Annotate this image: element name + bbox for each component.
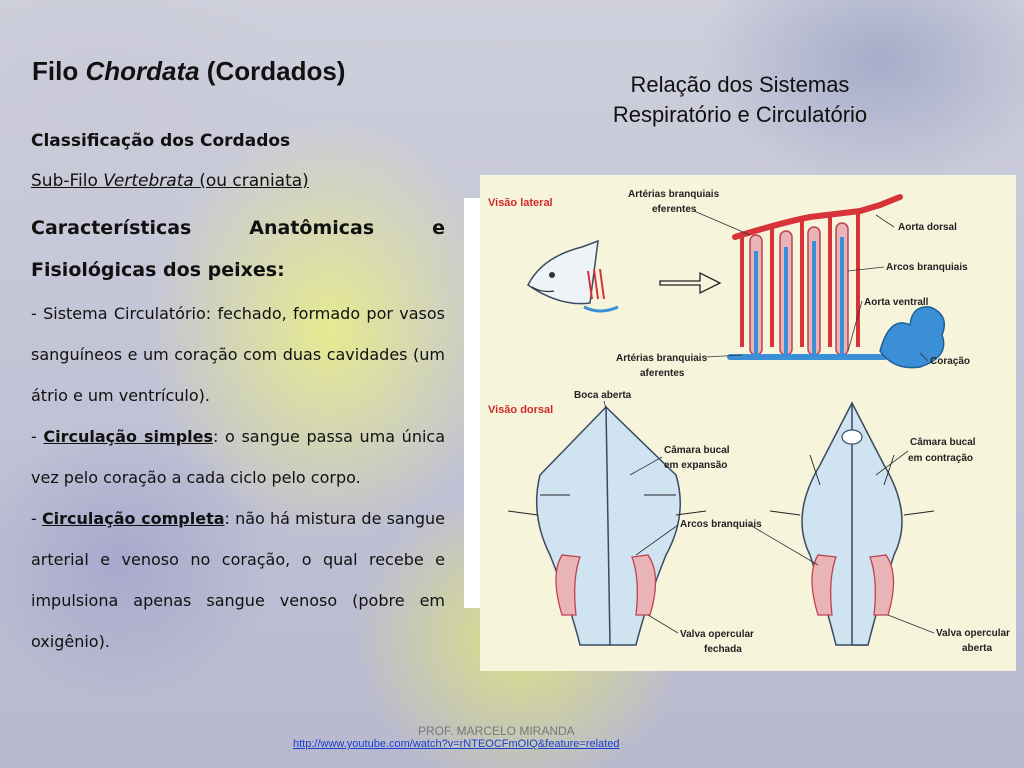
label-arterias-aferentes-1: Artérias branquiais [616,353,708,364]
figure-shadow-panel [464,198,484,608]
label-arterias-aferentes-2: aferentes [640,368,685,379]
arrow-enlarge-icon [659,271,722,295]
fish-head-icon [527,239,619,313]
dorsal-leader-lines [603,400,935,634]
afferent-arteries [754,237,844,359]
subfilo-line: Sub-Filo Vertebrata (ou craniata) [31,171,309,191]
figure-heading-line1: Relação dos Sistemas [630,72,850,97]
lateral-leader-lines [693,210,929,362]
heart-icon [879,306,945,369]
classification-heading: Classificação dos Cordados [31,131,291,151]
label-camara-expansao-2: em expansão [664,460,727,471]
label-visao-lateral: Visão lateral [488,197,553,209]
gill-arches [749,222,849,356]
dorsal-head-expanding [507,405,707,646]
label-arterias-eferentes-1: Artérias branquiais [628,189,720,200]
label-aorta-dorsal: Aorta dorsal [898,222,957,233]
label-valva-aberta-1: Valva opercular [936,628,1010,639]
label-camara-contracao-2: em contração [908,453,973,464]
dorsal-head-contracting [769,401,935,646]
label-valva-fechada-2: fechada [704,644,742,655]
characteristics-heading-line2: Fisiológicas dos peixes: [31,259,285,281]
label-arcos-branquiais-1: Arcos branquiais [886,262,968,273]
paragraph-complete-circulation: - Circulação completa: não há mistura de… [31,509,445,651]
efferent-arteries [740,211,860,347]
figure-heading-line2: Respiratório e Circulatório [612,102,868,127]
label-camara-contracao-1: Câmara bucal [910,437,976,448]
label-boca-aberta: Boca aberta [574,390,632,401]
slide-body: Classificação dos Cordados Sub-Filo Vert… [31,128,445,662]
characteristics-heading-line1: Características Anatômicas e [31,217,445,239]
label-valva-fechada-1: Valva opercular [680,629,754,640]
aorta-dorsal-vessel [732,194,903,240]
label-camara-expansao-1: Câmara bucal [664,445,730,456]
fish-circulation-figure: Visão lateral [480,175,1016,671]
paragraph-circulatory-system: - Sistema Circulatório: fechado, formado… [31,304,445,405]
slide-title: Filo Chordata (Cordados) [32,56,346,86]
label-coracao: Coração [930,356,970,367]
label-valva-aberta-2: aberta [962,643,992,654]
paragraph-simple-circulation: - Circulação simples: o sangue passa uma… [31,427,446,487]
figure-heading: Relação dos Sistemas Respiratório e Circ… [560,70,920,130]
label-arterias-eferentes-2: eferentes [652,204,697,215]
footer-author: PROF. MARCELO MIRANDA [418,724,575,738]
label-arcos-branquiais-2: Arcos branquiais [680,519,762,530]
label-aorta-ventral: Aorta ventrall [864,297,929,308]
label-visao-dorsal: Visão dorsal [488,404,553,416]
youtube-link[interactable]: http://www.youtube.com/watch?v=rNTEOCFmO… [293,738,620,750]
